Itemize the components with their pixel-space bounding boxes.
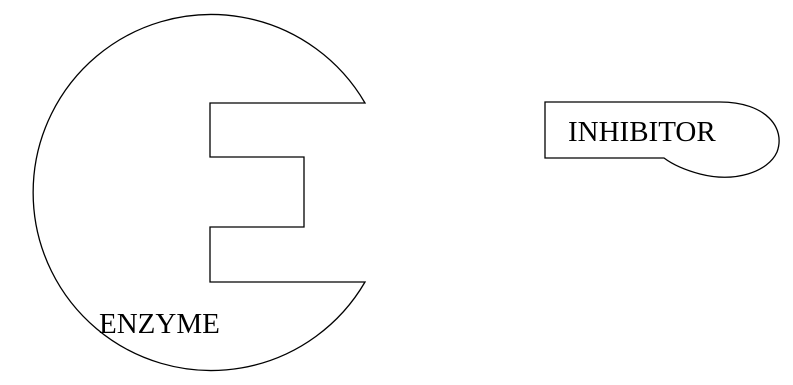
inhibitor-shape (544, 101, 780, 178)
enzyme-label: ENZYME (99, 308, 220, 340)
enzyme-shape (32, 13, 367, 372)
inhibitor-label: INHIBITOR (568, 116, 716, 148)
